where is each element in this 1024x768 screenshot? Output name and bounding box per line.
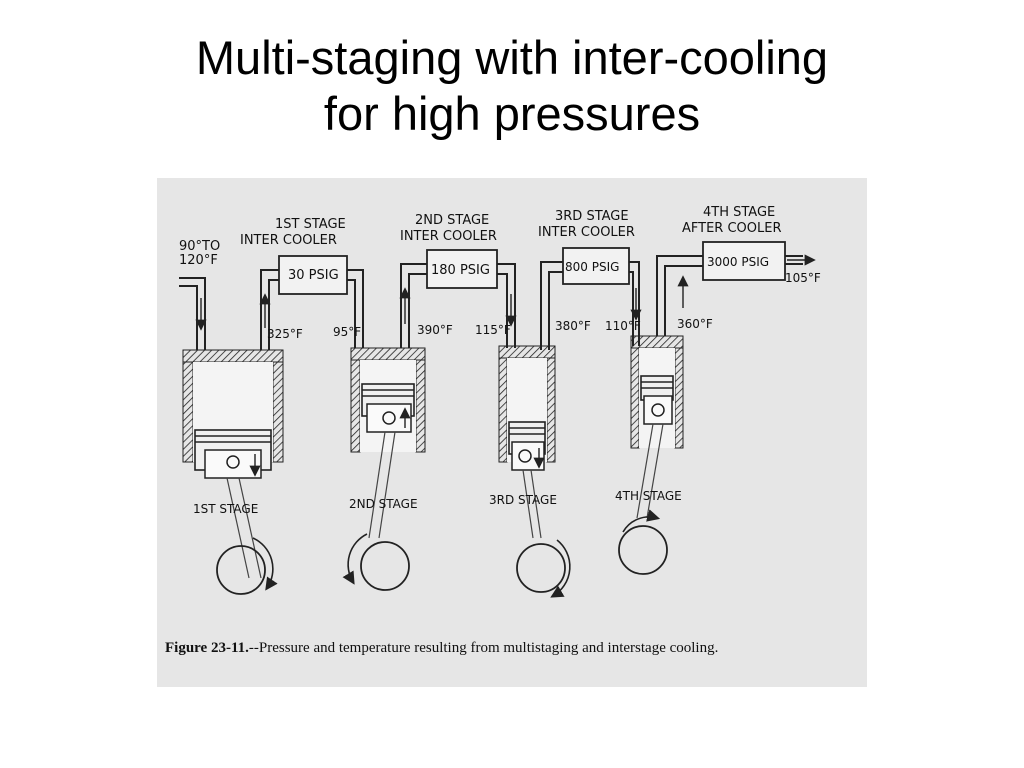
stage-4-cooled-temp: 105°F xyxy=(785,271,821,285)
title-line-1: Multi-staging with inter-cooling xyxy=(195,31,829,84)
stage-1-cooler-line-1: 1ST STAGE xyxy=(275,217,346,232)
stage-2-crank xyxy=(360,541,410,591)
stage-1-crank xyxy=(216,545,266,595)
stage-1-pressure: 30 PSIG xyxy=(288,268,339,283)
stage-1-discharge-temp: 325°F xyxy=(267,327,303,341)
stage-3-cooler-line-1: 3RD STAGE xyxy=(555,209,629,224)
stage-4-pressure: 3000 PSIG xyxy=(707,255,769,269)
inlet-temp-line-1: 90°TO xyxy=(179,239,220,254)
stage-1-cylinder-wall-right xyxy=(272,361,284,463)
stage-2-cooler-line-2: INTER COOLER xyxy=(400,229,497,244)
stage-2-discharge-temp: 390°F xyxy=(417,323,453,337)
stage-1-outlet-pipe xyxy=(347,269,364,348)
stage-3-pressure: 800 PSIG xyxy=(565,260,619,274)
stage-1-cylinder-wall-left xyxy=(182,361,194,463)
stage-1: 1ST STAGE INTER COOLER 30 PSIG 325°F 95°… xyxy=(182,217,364,595)
stage-2: 2ND STAGE INTER COOLER 180 PSIG 390°F 11… xyxy=(342,213,517,591)
stage-4-discharge-pipe xyxy=(656,255,703,336)
stage-1-cooler-line-2: INTER COOLER xyxy=(240,233,337,248)
stage-3-connecting-rod xyxy=(522,469,534,539)
stage-2-connecting-rod xyxy=(368,431,386,539)
stage-1-cooled-temp: 95°F xyxy=(333,325,361,339)
stage-1-intercooler xyxy=(278,255,348,295)
stage-3-label: 3RD STAGE xyxy=(489,493,557,507)
stage-4-crank xyxy=(618,525,668,575)
figure-caption: Figure 23-11.--Pressure and temperature … xyxy=(165,640,718,656)
figure-caption-text: --Pressure and temperature resulting fro… xyxy=(249,640,718,656)
stage-3: 3RD STAGE INTER COOLER 800 PSIG 380°F 11… xyxy=(489,209,642,598)
inlet-pipe-inner xyxy=(179,285,198,350)
stage-3-discharge-temp: 380°F xyxy=(555,319,591,333)
stage-4-label: 4TH STAGE xyxy=(615,489,682,503)
stage-4-connecting-rod xyxy=(636,423,654,519)
compressor-diagram: 90°TO 120°F 1ST STAGE INTER COOLER 30 PS… xyxy=(165,205,821,656)
stage-3-discharge-pipe xyxy=(540,261,563,350)
stage-3-cooler-line-2: INTER COOLER xyxy=(538,225,635,240)
figure-caption-number: Figure 23-11. xyxy=(165,640,249,656)
stage-2-cooled-temp: 115°F xyxy=(475,323,511,337)
stage-3-crank xyxy=(516,543,566,593)
stage-2-discharge-pipe xyxy=(400,263,427,348)
compressor-figure: 90°TO 120°F 1ST STAGE INTER COOLER 30 PS… xyxy=(157,178,867,687)
stage-4-aftercooler xyxy=(702,241,786,281)
stage-1-connecting-rod xyxy=(226,477,250,579)
stage-2-cooler-line-1: 2ND STAGE xyxy=(415,213,489,228)
stage-2-pressure: 180 PSIG xyxy=(431,263,490,278)
stage-1-label: 1ST STAGE xyxy=(193,502,258,516)
stage-4-discharge-temp: 360°F xyxy=(677,317,713,331)
stage-3-cylinder-head xyxy=(498,345,556,359)
stage-4-cooler-line-1: 4TH STAGE xyxy=(703,205,775,220)
slide-title: Multi-staging with inter-cooling for hig… xyxy=(0,30,1024,142)
stage-2-intercooler xyxy=(426,249,498,289)
stage-1-discharge-pipe xyxy=(260,269,279,350)
title-line-2: for high pressures xyxy=(323,87,701,140)
stage-2-cylinder-head xyxy=(350,347,426,361)
stage-2-label: 2ND STAGE xyxy=(349,497,418,511)
stage-4-cylinder-head xyxy=(630,335,684,349)
stage-4-cooler-line-2: AFTER COOLER xyxy=(682,221,782,236)
stage-1-cylinder-head xyxy=(182,349,284,363)
stage-3-cooled-temp: 110°F xyxy=(605,319,641,333)
stage-4: 4TH STAGE AFTER COOLER 3000 PSIG 105°F 3… xyxy=(615,205,821,575)
inlet-temp-line-2: 120°F xyxy=(179,253,218,268)
stage-3-intercooler xyxy=(562,247,630,285)
